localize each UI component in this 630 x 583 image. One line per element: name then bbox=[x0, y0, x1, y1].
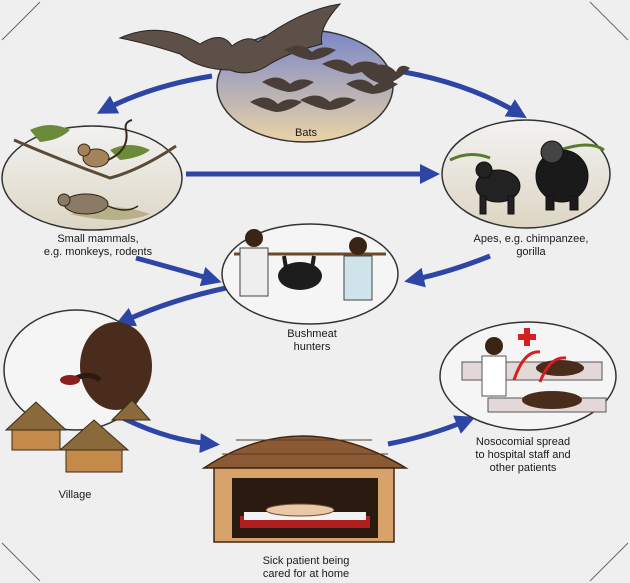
label-nosocomial-spread: Nosocomial spread to hospital staff and … bbox=[475, 436, 571, 474]
patients-icon bbox=[522, 360, 584, 409]
bat-small-1-icon bbox=[284, 45, 336, 60]
hut-small-1-icon bbox=[4, 401, 68, 451]
bat-large-right-icon bbox=[360, 64, 410, 84]
arrow-small-mammals-to-hunters bbox=[135, 255, 222, 287]
thatched-roof-icon bbox=[201, 435, 409, 469]
hunter-right-icon bbox=[343, 237, 373, 301]
arrow-bats-to-apes bbox=[403, 69, 527, 119]
bat-small-2-icon bbox=[262, 77, 314, 92]
label-small-mammals: Small mammals, e.g. monkeys, rodents bbox=[43, 233, 153, 258]
sick-patient-hut-illustration bbox=[201, 435, 409, 543]
patient-figure-icon bbox=[265, 503, 335, 517]
label-bushmeat-hunters: Bushmeat hunters bbox=[287, 328, 337, 353]
bat-small-5-icon bbox=[300, 95, 356, 110]
hunter-left-icon bbox=[239, 229, 269, 297]
label-bats: Bats bbox=[294, 127, 317, 139]
gorilla-icon bbox=[535, 140, 589, 211]
red-cross-icon bbox=[518, 328, 536, 346]
label-sick-patient: Sick patient being cared for at home bbox=[262, 555, 350, 580]
carried-ape-icon bbox=[278, 255, 322, 290]
arrow-bats-to-small-mammals bbox=[96, 73, 213, 114]
apes-illustration bbox=[441, 119, 611, 229]
man-eating-icon bbox=[60, 322, 152, 410]
bats-illustration bbox=[118, 3, 410, 143]
arrow-hunters-to-village bbox=[114, 285, 227, 327]
spread-arrows-icon bbox=[512, 350, 567, 383]
label-village: Village bbox=[58, 489, 92, 501]
bat-small-4-icon bbox=[250, 97, 302, 112]
village-illustration bbox=[3, 309, 152, 473]
small-mammals-illustration bbox=[1, 119, 183, 231]
chimpanzee-icon bbox=[475, 161, 521, 215]
hut-small-2-icon bbox=[58, 419, 130, 473]
rodent-icon bbox=[57, 193, 139, 215]
nurse-icon bbox=[481, 337, 507, 397]
arrow-apes-to-hunters bbox=[404, 253, 491, 288]
hospital-illustration bbox=[439, 321, 617, 431]
bushmeat-hunters-illustration bbox=[221, 223, 399, 325]
label-apes: Apes, e.g. chimpanzee, gorilla bbox=[473, 233, 589, 258]
tree-icon bbox=[13, 138, 177, 180]
big-bat-icon bbox=[118, 3, 342, 74]
arrow-sick-patient-to-nosocomial bbox=[387, 415, 476, 447]
monkey-icon bbox=[77, 119, 133, 168]
